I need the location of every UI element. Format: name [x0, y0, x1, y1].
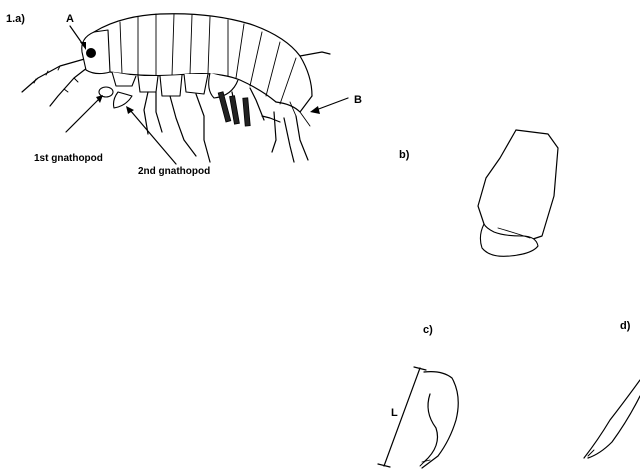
arrow-b-head [310, 106, 320, 114]
panel-b-label: b) [399, 149, 410, 161]
label-first-gnathopod: 1st gnathopod [34, 153, 103, 164]
second-gnathopod-shape [114, 92, 133, 108]
eye [86, 48, 96, 58]
uropod-1 [296, 116, 308, 160]
arrow-first-gnathopod-line [66, 98, 100, 132]
length-measure-line [384, 368, 420, 466]
panel-a-label: 1.a) [6, 13, 25, 25]
amphipod-drawing [22, 14, 330, 162]
uropod-3 [272, 112, 276, 152]
label-a: A [66, 13, 74, 25]
panel-d-label: d) [620, 320, 631, 332]
first-gnathopod-shape [99, 87, 113, 97]
panel-c-label: c) [423, 324, 433, 336]
arrow-b-line [316, 98, 348, 110]
claw-outline [422, 372, 458, 468]
label-length: L [391, 407, 398, 419]
head [82, 30, 110, 74]
panel-d-drawing [584, 380, 640, 458]
arrow-first-gnathopod-head [96, 95, 103, 103]
label-second-gnathopod: 2nd gnathopod [138, 166, 210, 177]
arrow-second-gnathopod-line [130, 110, 176, 164]
panel-b-drawing [478, 130, 558, 256]
label-b: B [354, 94, 362, 106]
uropod-2 [284, 118, 294, 162]
